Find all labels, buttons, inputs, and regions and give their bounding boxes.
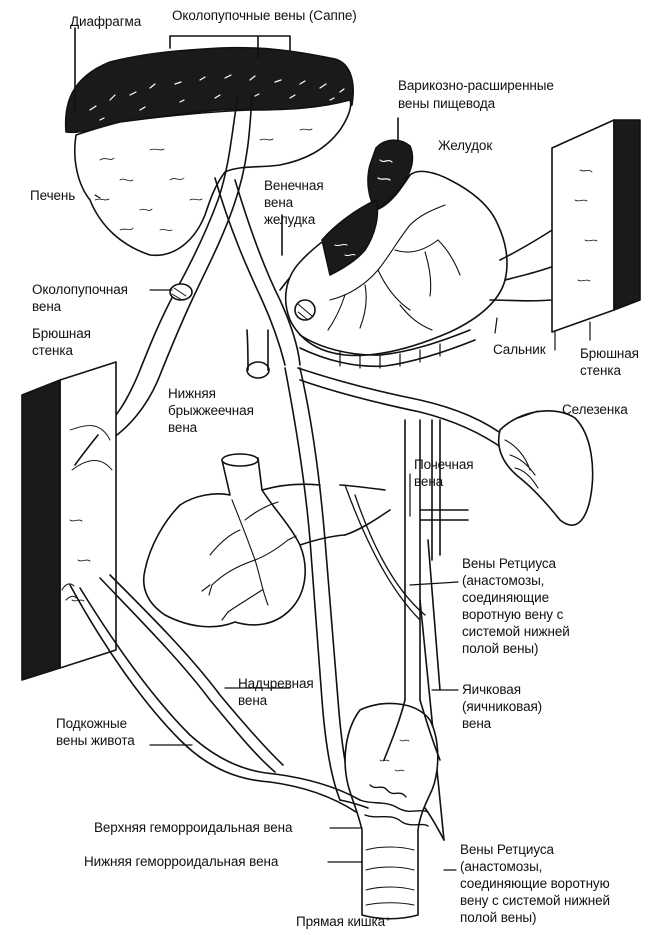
- label-retzius1-line6: полой вены): [462, 641, 538, 657]
- paraumbilical-vein-section: [170, 284, 192, 300]
- label-abdominal-wall-right-line2: стенка: [580, 363, 621, 379]
- label-omentum: Сальник: [493, 342, 546, 358]
- label-varices-line2: вены пищевода: [398, 96, 495, 112]
- label-retzius1-line4: воротную вену с: [462, 607, 563, 623]
- splenic-vein: [298, 368, 510, 450]
- label-abdominal-wall-right-line1: Брюшная: [580, 346, 639, 362]
- label-retzius2-line5: полой вены): [460, 910, 536, 926]
- spleen-outline: [499, 411, 593, 525]
- label-subcutaneous-line2: вены живота: [56, 733, 135, 749]
- label-abdominal-wall-left-line2: стенка: [32, 343, 73, 359]
- label-coronary-line3: желудка: [264, 212, 315, 228]
- label-inferior-hemorrhoidal: Нижняя геморроидальная вена: [84, 854, 278, 870]
- abdominal-wall-left-panel: [60, 362, 116, 668]
- retzius-veins-right: [432, 420, 440, 560]
- label-retzius1-line1: Вены Ретциуса: [462, 556, 556, 572]
- label-rectum: Прямая кишка: [296, 914, 385, 930]
- label-paraumbilical-sappey: Околопупочные вены (Саппе): [172, 8, 357, 24]
- label-gonadal-line2: (яичниковая): [462, 699, 542, 715]
- label-renal-line2: вена: [414, 474, 443, 490]
- stomach-outline: [286, 171, 507, 355]
- label-imv-line2: брыжжеечная: [168, 403, 254, 419]
- label-abdominal-wall-left-line1: Брюшная: [32, 326, 91, 342]
- label-retzius2-line1: Вены Ретциуса: [460, 842, 554, 858]
- intestine-lumen: [222, 454, 258, 466]
- label-retzius2-line2: (анастомозы,: [460, 859, 542, 875]
- portal-vein-section: [247, 362, 269, 378]
- label-paraumbilical-vein-line2: вена: [32, 299, 61, 315]
- label-diaphragm: Диафрагма: [70, 14, 141, 30]
- renal-vein: [420, 510, 468, 520]
- label-retzius1-line2: (анастомозы,: [462, 573, 544, 589]
- label-spleen: Селезенка: [562, 402, 628, 418]
- label-gonadal-line1: Яичковая: [462, 682, 521, 698]
- label-retzius2-line4: вену с системой нижней: [460, 893, 610, 909]
- label-paraumbilical-vein-line1: Околопупочная: [32, 282, 128, 298]
- intestine-outline: [144, 458, 306, 627]
- label-gonadal-line3: вена: [462, 716, 491, 732]
- label-renal-line1: Почечная: [414, 457, 474, 473]
- label-epigastric-line1: Надчревная: [238, 676, 314, 692]
- label-liver: Печень: [30, 188, 75, 204]
- label-coronary-line1: Венечная: [264, 178, 324, 194]
- abdominal-wall-left-edge: [22, 380, 60, 680]
- label-imv-line1: Нижняя: [168, 386, 216, 402]
- abdominal-wall-right-edge: [614, 120, 640, 310]
- label-epigastric-line2: вена: [238, 693, 267, 709]
- label-retzius2-line3: соединяющие воротную: [460, 876, 610, 892]
- label-varices-line1: Варикозно-расширенные: [398, 78, 554, 94]
- label-superior-hemorrhoidal: Верхняя геморроидальная вена: [94, 820, 292, 836]
- abdominal-wall-right-panel: [552, 120, 614, 332]
- label-stomach: Желудок: [438, 138, 492, 154]
- label-imv-line3: вена: [168, 420, 197, 436]
- label-subcutaneous-line1: Подкожные: [56, 716, 127, 732]
- label-coronary-line2: вена: [264, 195, 293, 211]
- label-retzius1-line3: соединяющие: [462, 590, 549, 606]
- label-retzius1-line5: системой нижней: [462, 624, 570, 640]
